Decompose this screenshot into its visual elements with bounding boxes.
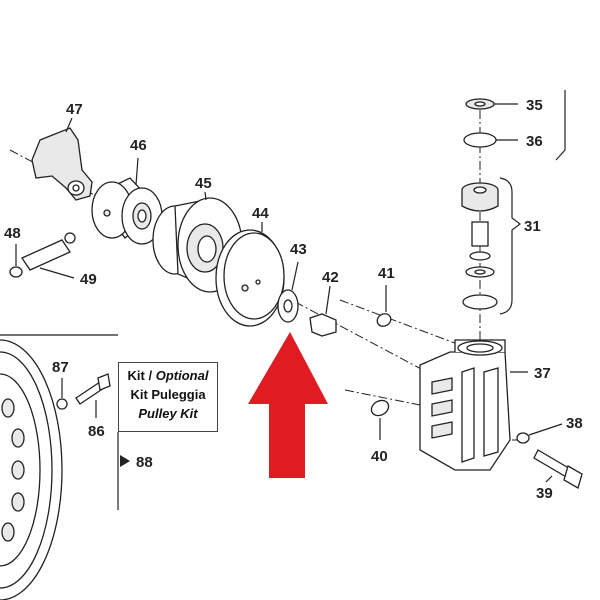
part-39-bolt <box>533 449 583 489</box>
callout-39: 39 <box>536 485 553 502</box>
part-46-sleeve <box>91 157 163 245</box>
callout-46: 46 <box>130 137 147 154</box>
part-47-lever <box>31 117 93 201</box>
part-38-washer <box>516 423 563 444</box>
callout-43: 43 <box>290 241 307 258</box>
callout-41: 41 <box>378 265 395 282</box>
part-42-plug <box>309 285 337 337</box>
part-40-oring <box>370 399 390 440</box>
part-49-pin <box>21 232 76 279</box>
part-86-bolt <box>75 373 111 418</box>
callout-40: 40 <box>371 448 388 465</box>
callout-31: 31 <box>524 218 541 235</box>
callout-48: 48 <box>4 225 21 242</box>
kit-group-frame <box>0 334 119 510</box>
highlight-arrow <box>248 332 328 478</box>
callout-35: 35 <box>526 97 543 114</box>
callout-44: 44 <box>252 205 269 222</box>
callout-88: 88 <box>136 454 153 471</box>
part-37-pump-body <box>419 339 528 471</box>
part-31-valve-assembly <box>461 177 521 315</box>
part-43-washer <box>277 261 299 323</box>
kit-label-line-2: Kit Puleggia <box>130 387 206 402</box>
part-41-oring <box>376 285 392 327</box>
part-35-washer <box>465 98 518 110</box>
part-87-washer <box>56 378 68 410</box>
pulley-kit-label: Kit / Optional Kit Puleggia Pulley Kit <box>118 362 218 432</box>
callout-86: 86 <box>88 423 105 440</box>
callout-37: 37 <box>534 365 551 382</box>
callout-47: 47 <box>66 101 83 118</box>
callout-49: 49 <box>80 271 97 288</box>
callout-87: 87 <box>52 359 69 376</box>
kit-label-line-3: Pulley Kit <box>138 406 198 421</box>
part-36-oring <box>463 132 518 148</box>
part-44-disc <box>215 222 285 327</box>
callout-45: 45 <box>195 175 212 192</box>
part-48-ring <box>9 244 23 278</box>
part-88-pulley <box>0 339 63 600</box>
kit-label-line-1: Kit / Optional <box>127 368 209 383</box>
bracket-line-35-36 <box>555 90 566 161</box>
callout-42: 42 <box>322 269 339 286</box>
callout-38: 38 <box>566 415 583 432</box>
callout-36: 36 <box>526 133 543 150</box>
kit-pointer-88 <box>120 455 130 467</box>
